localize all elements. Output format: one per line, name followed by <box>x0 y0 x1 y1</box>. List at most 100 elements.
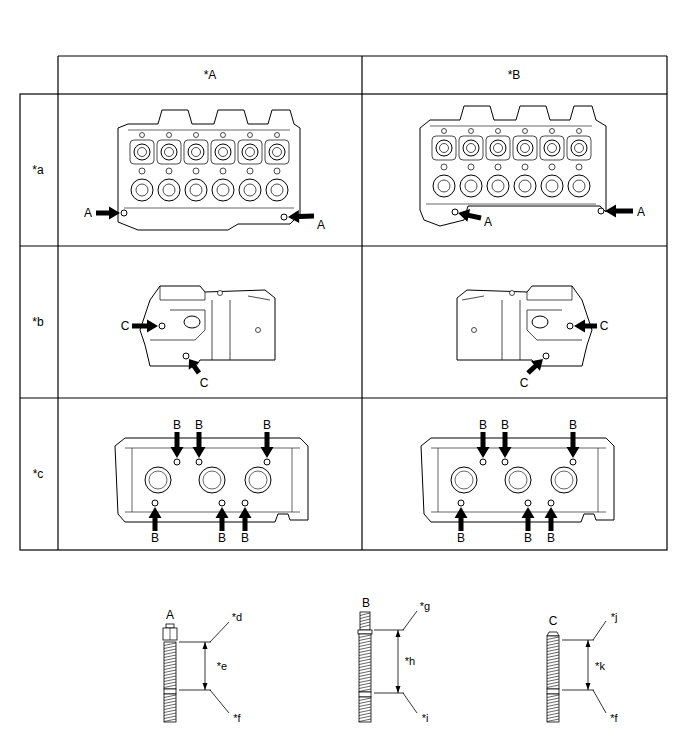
bolt-c-drawing-part <box>547 640 559 643</box>
callout-letter: B <box>501 419 509 431</box>
bolt-b-drawing-part <box>360 613 370 616</box>
cylinder-head-top-view-part <box>166 168 172 174</box>
bolt-c-drawing-part <box>547 637 559 640</box>
bolt-b-drawing-part <box>359 716 371 719</box>
cylinder-head-top-view-part <box>492 180 504 192</box>
cylinder-head-top-view-part <box>517 140 533 156</box>
cylinder-head-top-view-part <box>136 184 148 196</box>
pointer-arrow <box>455 507 468 531</box>
pointer-arrow <box>239 507 252 531</box>
cylinder-head-top-view-part <box>441 164 447 170</box>
cylinder-head-top-view-part <box>244 184 256 196</box>
callout-letter: B <box>547 532 555 544</box>
bolt-c-drawing-part <box>547 713 559 716</box>
bolt-a-drawing-part <box>164 707 176 710</box>
bolt-b-drawing-part <box>359 698 371 701</box>
cylinder-head-top-view-part <box>163 184 175 196</box>
bolt-c-drawing-part <box>547 636 559 689</box>
cylinder-head-port-view-part <box>480 459 486 465</box>
cylinder-head-port-view <box>115 438 308 522</box>
bolt-c-drawing-part <box>547 676 559 679</box>
cylinder-head-end-view-part <box>543 353 549 359</box>
bolt-c-drawing-part <box>547 701 559 704</box>
bolt-b-drawing-part <box>359 659 371 662</box>
bolt-c-drawing-part <box>547 649 559 652</box>
pointer-arrow <box>524 354 548 378</box>
cylinder-head-end-view-part <box>567 323 573 329</box>
callout-letter: B <box>479 419 487 431</box>
cylinder-head-top-view-part <box>495 164 501 170</box>
bolt-a-drawing-part <box>166 624 174 628</box>
bolt-c-drawing-part <box>547 664 559 667</box>
cylinder-head-port-view-part <box>125 448 300 512</box>
bolt-c-drawing-part <box>547 704 559 707</box>
cylinder-head-top-view-part <box>190 184 202 196</box>
bolt-c-drawing-part <box>547 695 559 698</box>
callout-letter: B <box>195 419 203 431</box>
bolt-a-drawing-part <box>164 701 176 704</box>
cylinder-head-top-view-part <box>247 168 253 174</box>
cylinder-head-top-view-part <box>211 140 235 164</box>
pointer-arrow <box>605 205 633 218</box>
cylinder-head-top-view-part <box>138 148 147 157</box>
row-header: *c <box>33 468 44 480</box>
cylinder-head-top-view-part <box>519 180 531 192</box>
cylinder-head-end-view-part <box>457 286 592 366</box>
bolt-c-drawing-part <box>547 646 559 649</box>
cylinder-head-top-view-part <box>185 179 207 201</box>
bolt-a-drawing-part <box>164 643 176 646</box>
bolt-c-drawing-part <box>547 685 559 688</box>
table-grid-part <box>20 245 667 246</box>
callout-letter: A <box>317 219 325 231</box>
cylinder-head-top-view-part <box>167 133 172 138</box>
bolt-c-drawing <box>547 621 606 722</box>
cylinder-head-end-view-part <box>472 328 477 333</box>
cylinder-head-top-view-part <box>546 180 558 192</box>
cylinder-head-top-view-part <box>212 179 234 201</box>
cylinder-head-top-view-part <box>140 133 145 138</box>
cylinder-head-top-view-part <box>494 144 503 153</box>
cylinder-head-top-view-part <box>573 180 585 192</box>
cylinder-head-port-view-part <box>196 459 202 465</box>
pointer-arrow <box>574 320 597 333</box>
cylinder-head-top-view-part <box>568 175 590 197</box>
bolt-b-drawing-part <box>359 634 371 692</box>
bolt-hole-part <box>598 208 604 214</box>
bolt-c-drawing-part <box>588 640 589 690</box>
bolt-b-drawing-part <box>359 653 371 656</box>
cylinder-head-top-view-part <box>490 140 506 156</box>
cylinder-head-end-view-part <box>510 291 515 296</box>
pointer-arrow <box>132 320 158 333</box>
callout-letter: C <box>600 320 609 332</box>
cylinder-head-top-view-part <box>438 180 450 192</box>
cylinder-head-port-view-part <box>174 459 180 465</box>
bolt-a-drawing-part <box>164 664 176 667</box>
cylinder-head-top-view-part <box>217 184 229 196</box>
bolt-a-drawing-part <box>164 658 176 661</box>
pointer-arrow <box>193 432 206 458</box>
callout-letter: A <box>484 216 492 228</box>
bolt-b-drawing-part <box>359 701 371 704</box>
cylinder-head-top-view-part <box>486 136 510 160</box>
cylinder-head-top-view-part <box>426 126 596 204</box>
bolt-c-drawing-part <box>593 690 606 713</box>
cylinder-head-end-view-part <box>218 291 223 296</box>
bolt-letter: B <box>362 597 370 609</box>
cylinder-head-port-view-part <box>249 471 267 489</box>
bolt-a-drawing-part <box>164 676 176 679</box>
bolt-b-drawing-part <box>374 630 404 631</box>
cylinder-head-top-view-part <box>275 133 280 138</box>
bolt-a-drawing-part <box>164 649 176 652</box>
row-header: *a <box>32 164 43 176</box>
bolt-a-drawing-part <box>164 695 176 698</box>
callout-letter: B <box>524 532 532 544</box>
bolt-b-drawing-part <box>359 692 371 697</box>
bolt-a-drawing-part <box>179 642 211 643</box>
cylinder-head-top-view-part <box>194 133 199 138</box>
pointer-arrow <box>457 207 483 225</box>
cylinder-head-port-view-part <box>219 500 225 506</box>
cylinder-head-end-view-part <box>183 353 189 359</box>
bolt-c-drawing-part <box>547 698 559 701</box>
table-grid <box>20 56 667 550</box>
